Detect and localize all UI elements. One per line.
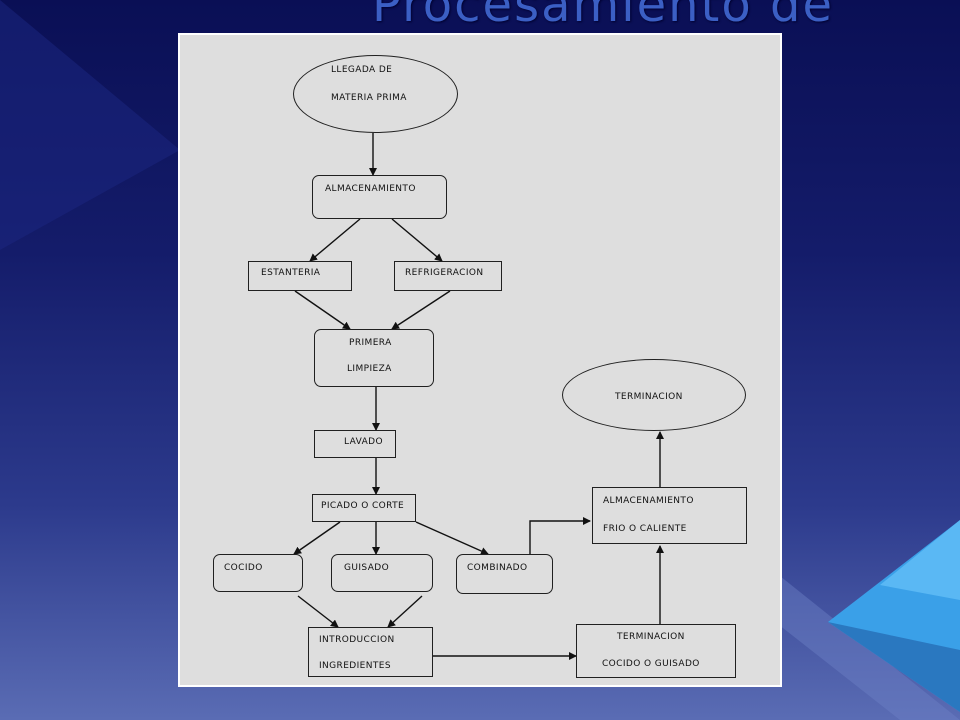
flowchart-panel: LLEGADA DE MATERIA PRIMA ALMACENAMIENTO EST…	[178, 33, 782, 687]
node-almacenamiento-frio-label: ALMACENAMIENTO	[603, 496, 694, 506]
node-llegada-label: LLEGADA DE	[331, 65, 393, 75]
arrow-almacenamiento-to-estanteria	[309, 218, 361, 262]
node-lavado: LAVADO	[314, 430, 396, 458]
node-almacenamiento-frio: ALMACENAMIENTO FRIO O CALIENTE	[592, 487, 747, 544]
node-cocido-label: COCIDO	[224, 563, 263, 573]
node-estanteria-label: ESTANTERIA	[261, 268, 321, 278]
node-primera-limpieza-label: PRIMERA	[349, 338, 392, 348]
node-combinado-label: COMBINADO	[467, 563, 528, 573]
node-picado-label: PICADO O CORTE	[321, 501, 405, 511]
arrow-picado-to-combinado	[415, 521, 489, 555]
arrow-estanteria-to-primera-limpieza	[294, 290, 351, 330]
node-terminacion-cocido-label: COCIDO O GUISADO	[602, 659, 700, 669]
node-refrigeracion: REFRIGERACION	[394, 261, 502, 291]
node-llegada-label: MATERIA PRIMA	[331, 93, 407, 103]
node-llegada: LLEGADA DE MATERIA PRIMA	[293, 55, 458, 133]
node-introduccion-label: INTRODUCCION	[319, 635, 395, 645]
arrow-cocido-to-introduccion	[297, 595, 339, 628]
node-terminacion-cocido-label: TERMINACION	[617, 632, 685, 642]
node-primera-limpieza-label: LIMPIEZA	[347, 364, 392, 374]
node-almacenamiento-label: ALMACENAMIENTO	[325, 184, 416, 194]
node-picado: PICADO O CORTE	[312, 494, 416, 522]
node-introduccion-label: INGREDIENTES	[319, 661, 392, 671]
arrow-picado-to-cocido	[293, 521, 341, 555]
arrow-almacenamiento-to-refrigeracion	[391, 218, 443, 262]
background-accent-facet-light	[880, 520, 960, 600]
node-guisado: GUISADO	[331, 554, 433, 592]
node-combinado: COMBINADO	[456, 554, 553, 594]
arrow-guisado-to-introduccion	[387, 595, 423, 628]
background-accent-facet-dark	[828, 622, 960, 712]
node-guisado-label: GUISADO	[344, 563, 390, 573]
node-cocido: COCIDO	[213, 554, 303, 592]
node-terminacion-cocido: TERMINACION COCIDO O GUISADO	[576, 624, 736, 678]
node-introduccion: INTRODUCCION INGREDIENTES	[308, 627, 433, 677]
node-terminacion-label: TERMINACION	[615, 392, 683, 402]
node-refrigeracion-label: REFRIGERACION	[405, 268, 484, 278]
arrow-combinado-to-almacenamiento-frio	[529, 517, 591, 554]
node-almacenamiento-frio-label: FRIO O CALIENTE	[603, 524, 687, 534]
node-almacenamiento: ALMACENAMIENTO	[312, 175, 447, 219]
node-terminacion: TERMINACION	[562, 359, 746, 431]
arrow-refrigeracion-to-primera-limpieza	[391, 290, 451, 330]
flowchart-connectors	[293, 133, 664, 660]
background-light-wedge	[0, 0, 180, 250]
node-lavado-label: LAVADO	[344, 437, 383, 447]
node-estanteria: ESTANTERIA	[248, 261, 352, 291]
node-primera-limpieza: PRIMERA LIMPIEZA	[314, 329, 434, 387]
